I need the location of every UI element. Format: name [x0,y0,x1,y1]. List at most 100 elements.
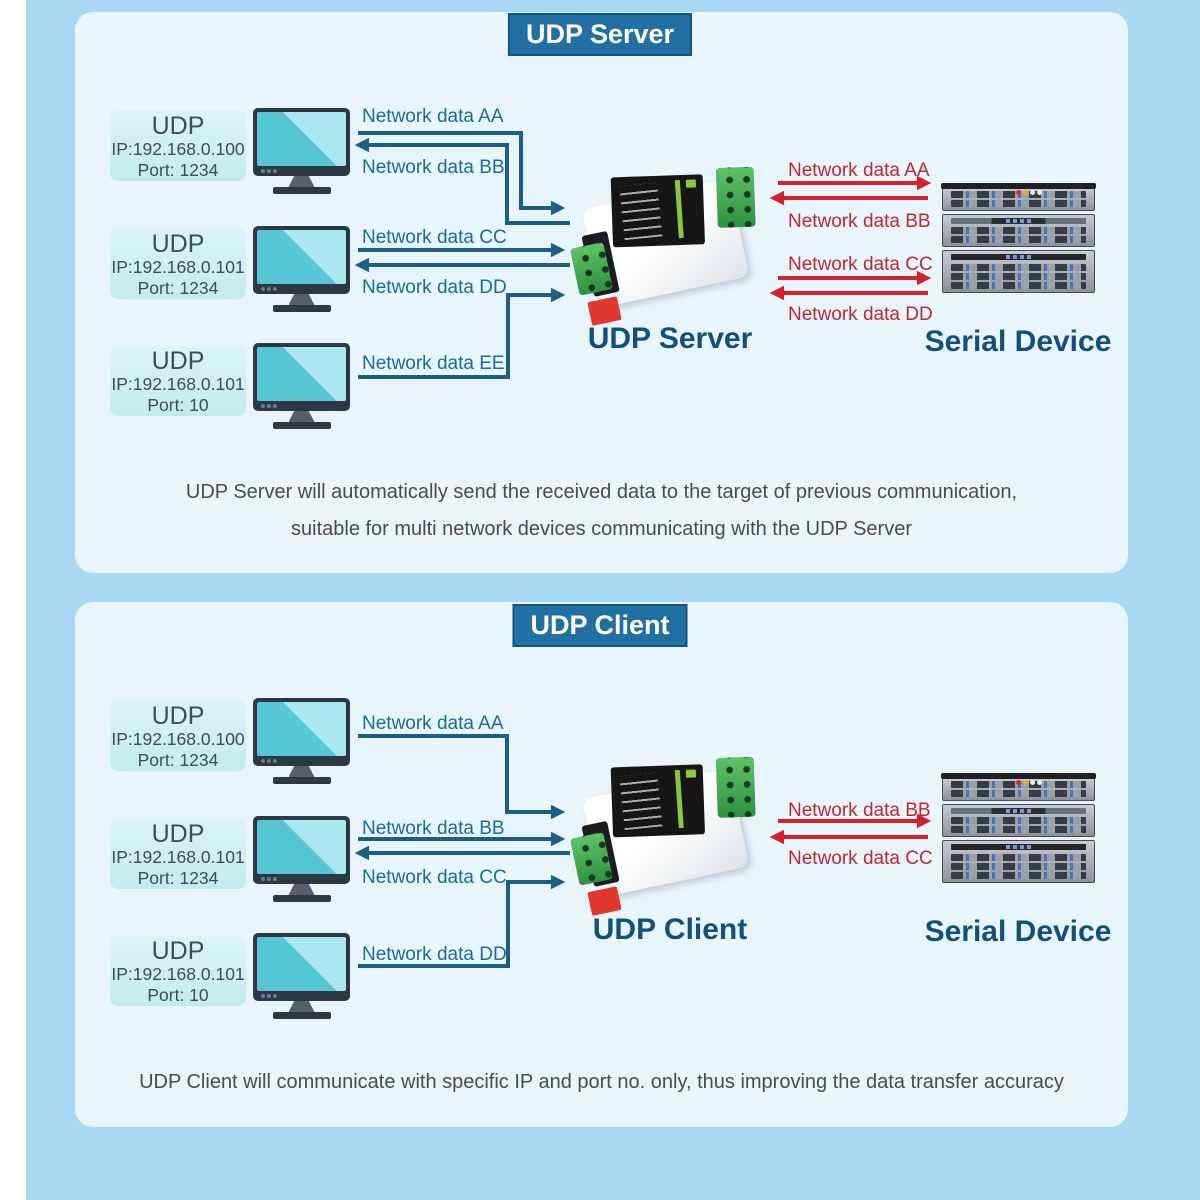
rack-unit [941,183,1096,211]
rack-unit [942,214,1095,247]
serial-converter-icon [565,166,775,326]
net-label-aa: Network data AA [362,713,504,734]
serial-label-cc: Network data CC [788,848,933,869]
monitor-screen [257,937,346,991]
label-text-lines [619,772,663,831]
monitor-base [272,1012,331,1019]
drive-slots [951,863,1086,870]
host-port: Port: 1234 [137,749,219,770]
drive-slots [951,790,1086,797]
monitor-buttons [261,877,265,881]
drive-slots [951,227,1086,234]
monitor-stand [288,294,315,305]
monitor-base [272,422,331,429]
drive-slots [951,264,1086,271]
monitor-frame [253,933,350,1001]
host-protocol: UDP [151,347,205,375]
label-green-band [674,769,684,829]
monitor-base [272,305,331,312]
drive-slots [951,282,1086,289]
monitor-icon [253,698,350,784]
label-logo [685,179,697,188]
monitor-screen [257,702,346,756]
host-protocol: UDP [151,702,205,730]
monitor-icon [253,933,350,1019]
rack-bar [951,844,1086,850]
host-info-box: UDP IP:192.168.0.101 Port: 1234 [110,818,246,889]
converter-rotated [559,745,782,923]
net-label-cc: Network data CC [362,227,507,248]
monitor-icon [253,816,350,902]
rack-unit [942,250,1095,293]
host-info-box: UDP IP:192.168.0.101 Port: 10 [110,345,246,416]
host-2: UDP IP:192.168.0.101 Port: 1234 [110,816,350,902]
host-port: Port: 10 [147,984,209,1005]
drive-slots [951,273,1086,280]
monitor-frame [253,343,350,411]
serial-label-bb: Network data BB [788,800,931,821]
host-port: Port: 1234 [137,277,219,298]
host-ip: IP:192.168.0.100 [111,139,245,160]
host-protocol: UDP [151,112,205,140]
monitor-buttons [261,404,265,408]
net-label-dd: Network data DD [362,277,507,298]
device-caption: UDP Client [592,913,748,946]
panel-title-udp-server: UDP Server [507,13,693,57]
net-label-dd: Network data DD [362,944,507,965]
host-info-box: UDP IP:192.168.0.100 Port: 1234 [110,110,246,181]
monitor-stand [288,411,315,422]
monitor-buttons [261,994,265,998]
monitor-frame [253,108,350,176]
rack-unit [941,773,1096,801]
monitor-frame [253,698,350,766]
host-1: UDP IP:192.168.0.100 Port: 1234 [110,108,350,194]
rack-unit [942,804,1095,837]
monitor-screen [257,112,346,166]
net-label-bb: Network data BB [362,157,505,178]
converter-rotated [559,155,782,333]
server-rack-icon [941,773,1096,883]
monitor-screen [257,230,346,284]
net-label-cc: Network data CC [362,867,507,888]
monitor-base [272,187,331,194]
host-info-box: UDP IP:192.168.0.100 Port: 1234 [110,700,246,771]
serial-label-dd: Network data DD [788,304,933,325]
monitor-base [272,895,331,902]
host-port: Port: 1234 [137,867,219,888]
host-ip: IP:192.168.0.101 [111,964,245,985]
converter-body [569,756,756,916]
rack-bar [951,254,1086,260]
serial-device-caption: Serial Device [924,325,1112,358]
host-3: UDP IP:192.168.0.101 Port: 10 [110,933,350,1019]
monitor-stand [288,766,315,777]
monitor-buttons [261,759,265,763]
host-ip: IP:192.168.0.101 [111,374,245,395]
host-ip: IP:192.168.0.101 [111,847,245,868]
host-protocol: UDP [151,230,205,258]
panel-title-udp-client: UDP Client [512,604,688,648]
converter-body [569,166,756,326]
drive-slots [951,236,1086,243]
serial-converter-icon [565,756,775,916]
host-1: UDP IP:192.168.0.100 Port: 1234 [110,698,350,784]
host-info-box: UDP IP:192.168.0.101 Port: 1234 [110,228,246,299]
device-label [610,764,706,838]
label-logo [685,769,697,778]
device-label [610,174,706,248]
label-green-band [674,179,684,239]
server-rack-icon [941,183,1096,293]
label-text-lines [619,182,663,241]
description-line-1: UDP Client will communicate with specifi… [139,1071,1064,1093]
power-connector [587,886,622,916]
host-protocol: UDP [151,820,205,848]
net-label-ee: Network data EE [362,353,505,374]
monitor-screen [257,347,346,401]
monitor-screen [257,820,346,874]
monitor-buttons [261,287,265,291]
net-label-bb: Network data BB [362,818,505,839]
monitor-buttons [261,169,265,173]
terminal-block-right [715,166,756,228]
description-line-2: suitable for multi network devices commu… [291,518,912,540]
host-2: UDP IP:192.168.0.101 Port: 1234 [110,226,350,312]
